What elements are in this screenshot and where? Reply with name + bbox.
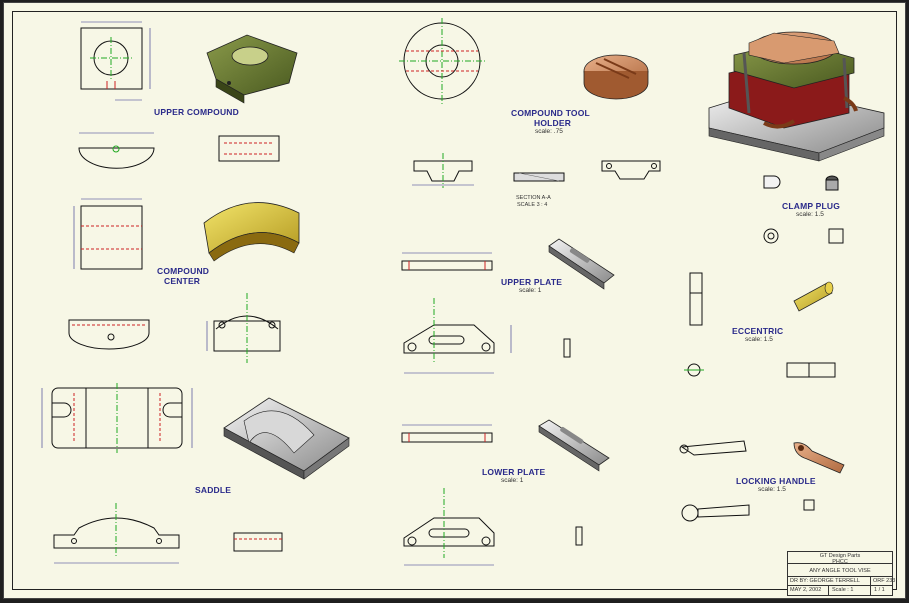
title-block-date: MAY 2, 2002 <box>790 587 822 593</box>
upper-compound-label: UPPER COMPOUND <box>154 107 239 117</box>
title-block-company: GT Design Parts <box>819 553 861 559</box>
eccentric-scale: scale: 1.5 <box>745 336 773 343</box>
compound-center-side-views <box>68 293 281 363</box>
drawing-border <box>12 11 897 590</box>
drawing-sheet: UPPER COMPOUND COMPOUND CENTER SADDLE CO… <box>3 2 906 599</box>
upper-compound-side-views <box>78 132 280 169</box>
section-aa-scale: SCALE 3 : 4 <box>517 202 548 208</box>
compound-center-front-view <box>73 198 143 270</box>
saddle-3d <box>223 397 350 480</box>
title-block-title: ANY ANGLE TOOL VISE <box>809 568 871 574</box>
upper-plate-scale: scale: 1 <box>519 287 542 294</box>
locking-handle-views <box>679 440 845 522</box>
lower-plate-3d <box>538 419 610 472</box>
lower-plate-label: LOWER PLATE <box>482 467 546 477</box>
eccentric-views <box>684 272 836 378</box>
locking-handle-label: LOCKING HANDLE <box>736 476 816 486</box>
upper-plate-label: UPPER PLATE <box>501 277 563 287</box>
compound-center-label-2: CENTER <box>164 276 201 286</box>
locking-handle-scale: scale: 1.5 <box>758 486 786 493</box>
title-block-scale: Scale : 1 <box>832 587 854 593</box>
clamp-plug-label: CLAMP PLUG <box>782 201 841 211</box>
upper-compound-front-view <box>80 21 151 101</box>
compound-center-label-1: COMPOUND <box>157 266 210 276</box>
compound-center-3d <box>203 202 300 262</box>
upper-plate-views <box>401 252 571 374</box>
upper-plate-3d <box>548 238 615 290</box>
clamp-plug-views <box>763 175 844 244</box>
tool-holder-side-views <box>412 153 661 188</box>
title-block-drawing-no: ORF 233 <box>873 578 896 584</box>
clamp-plug-scale: scale: 1.5 <box>796 211 824 218</box>
saddle-top-view <box>41 383 193 453</box>
tool-holder-top-view <box>399 18 485 104</box>
lower-plate-scale: scale: 1 <box>501 477 524 484</box>
title-block-drawn-by: DR BY: GEORGE TERRELL <box>790 578 860 584</box>
upper-compound-3d <box>206 34 298 104</box>
saddle-label: SADDLE <box>195 485 232 495</box>
lower-plate-views <box>401 424 583 566</box>
saddle-front-view <box>53 503 283 564</box>
title-block-sheet: 1 / 1 <box>874 587 885 593</box>
tool-holder-label-1: COMPOUND TOOL <box>511 108 590 118</box>
tool-holder-label-2: HOLDER <box>534 118 572 128</box>
title-block-company2: PHCC <box>832 559 848 565</box>
tool-holder-scale: scale: .75 <box>535 128 563 135</box>
vise-assembly-3d <box>708 31 885 162</box>
tool-holder-3d <box>583 54 649 100</box>
eccentric-label: ECCENTRIC <box>732 326 784 336</box>
section-aa-title: SECTION A-A <box>516 195 551 201</box>
drawing-canvas <box>41 18 885 566</box>
title-block: GT Design Parts PHCC ANY ANGLE TOOL VISE… <box>787 551 896 596</box>
